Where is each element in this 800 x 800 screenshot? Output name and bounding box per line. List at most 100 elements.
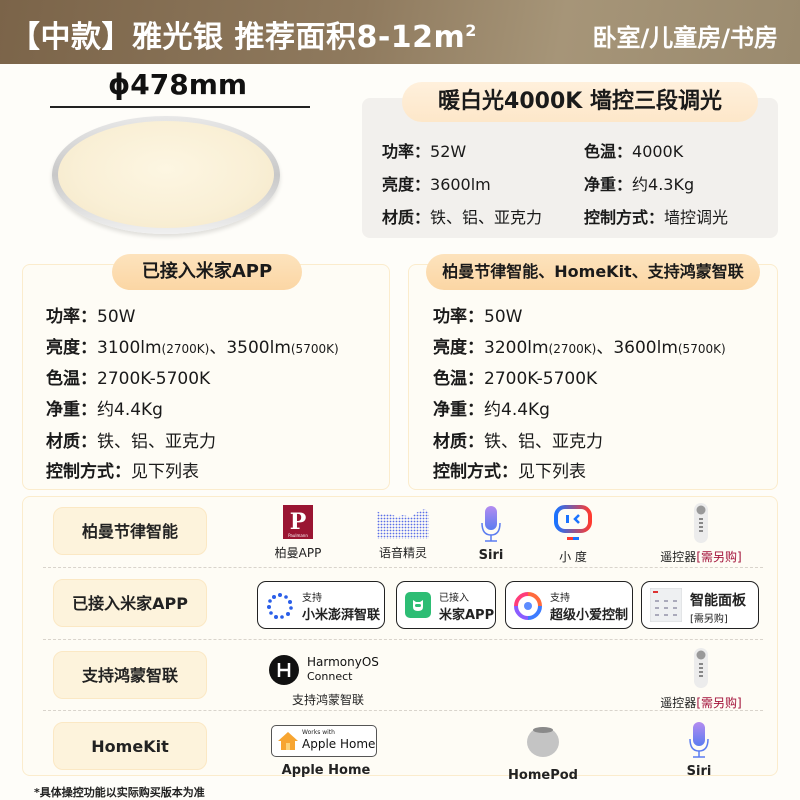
spec-value: 墙控调光: [664, 208, 729, 227]
paulmann-version-pill: 柏曼节律智能、HomeKit、支持鸿蒙智联: [426, 254, 760, 290]
spec-label: 色温：: [584, 142, 633, 161]
spec-value: 铁、铝、亚克力: [430, 208, 543, 227]
apple-home: Works with Apple Home Apple Home: [271, 725, 381, 778]
spec-label: 功率：: [382, 142, 431, 161]
spec-value: 见下列表: [518, 462, 586, 482]
left-weight: 净重：约4.4Kg: [46, 395, 163, 420]
siri: Siri: [463, 505, 519, 563]
xiaoai-badge: 支持 超级小爱控制: [505, 581, 633, 629]
top-spec-pill: 暖白光4000K 墙控三段调光: [402, 82, 758, 122]
category-paulmann: 柏曼节律智能: [53, 507, 207, 555]
harmonyos-connect: HarmonyOS Connect 支持鸿蒙智联: [263, 653, 393, 708]
remote-control: 遥控器[需另购]: [651, 647, 751, 711]
harmonyos-logo: HarmonyOS Connect: [263, 653, 393, 687]
right-material: 材质：铁、铝、亚克力: [433, 427, 603, 452]
spec-value: 约4.4Kg: [484, 400, 550, 420]
voice-sprite: 语音精灵: [363, 505, 443, 561]
badge-caption: 已接入: [439, 593, 469, 604]
lamp-diffuser: [58, 121, 274, 228]
title-text: 【中款】雅光银 推荐面积8-12m: [10, 20, 466, 55]
left-cct: 色温：2700K-5700K: [46, 364, 210, 389]
harmonyos-text: HarmonyOS: [307, 655, 379, 669]
spec-label: 材质：: [382, 208, 431, 227]
right-control: 控制方式：见下列表: [433, 457, 586, 482]
spec-label: 净重：: [46, 400, 97, 420]
spec-value: 3200lm: [484, 338, 549, 358]
badge-caption: 支持: [302, 593, 322, 604]
room-types: 卧室/儿童房/书房: [592, 24, 778, 52]
title-superscript: 2: [465, 21, 477, 40]
item-label: 小 度: [559, 550, 587, 564]
spec-label: 亮度：: [382, 175, 431, 194]
spec-control: 控制方式：墙控调光: [584, 204, 728, 228]
left-brightness: 亮度：3100lm(2700K)、3500lm(5700K): [46, 333, 339, 358]
page-title: 【中款】雅光银 推荐面积8-12m2: [10, 12, 477, 56]
header-banner: 【中款】雅光银 推荐面积8-12m2 卧室/儿童房/书房: [0, 0, 800, 64]
row-divider: [43, 567, 763, 568]
category-homekit: HomeKit: [53, 722, 207, 770]
item-label: 支持鸿蒙智联: [291, 693, 364, 707]
remote-label: 遥控器: [660, 696, 697, 710]
apple-home-text: Apple Home: [302, 737, 376, 751]
spec-note: (2700K): [161, 342, 210, 356]
row-divider: [43, 710, 763, 711]
paulmann-version-card: [408, 264, 778, 490]
badge-caption: 支持: [550, 593, 570, 604]
spec-label: 材质：: [433, 432, 484, 452]
left-power: 功率：50W: [46, 302, 135, 327]
spec-value: 3600lm: [613, 338, 678, 358]
xiaoai-icon: [514, 592, 542, 620]
hyperconnect-badge: 支持 小米澎湃智联: [257, 581, 385, 629]
spec-power: 功率：52W: [382, 138, 466, 162]
xiaodu-icon: [554, 505, 592, 540]
right-brightness: 亮度：3200lm(2700K)、3600lm(5700K): [433, 333, 726, 358]
home-icon: [278, 732, 298, 750]
hyperconnect-icon: [267, 593, 293, 619]
spec-label: 功率：: [46, 307, 97, 327]
mijia-badge: 已接入 米家APP: [396, 581, 496, 629]
works-with-text: Works with: [302, 729, 335, 736]
smart-panel-icon: [650, 588, 682, 622]
spec-value: 见下列表: [131, 462, 199, 482]
spec-value: 铁、铝、亚克力: [484, 432, 603, 452]
spec-value: 3500lm: [226, 338, 291, 358]
spec-value: 约4.3Kg: [632, 175, 695, 194]
left-material: 材质：铁、铝、亚克力: [46, 427, 216, 452]
spec-value: 50W: [484, 307, 523, 327]
diameter-label: ϕ478mm: [108, 68, 248, 101]
spec-label: 功率：: [433, 307, 484, 327]
spec-label: 亮度：: [46, 338, 97, 358]
spec-value: 50W: [97, 307, 136, 327]
left-control: 控制方式：见下列表: [46, 457, 199, 482]
remote-control: 遥控器[需另购]: [651, 503, 751, 565]
item-label: 遥控器[需另购]: [651, 548, 751, 565]
mijia-icon: [405, 592, 431, 618]
badge-title: 米家APP: [439, 608, 495, 623]
right-cct: 色温：2700K-5700K: [433, 364, 597, 389]
spec-brightness: 亮度：3600lm: [382, 171, 491, 195]
spec-note: (2700K): [548, 342, 597, 356]
spec-value: 2700K-5700K: [97, 369, 211, 389]
remote-label: 遥控器: [660, 550, 697, 564]
spec-value: 2700K-5700K: [484, 369, 598, 389]
spec-label: 亮度：: [433, 338, 484, 358]
spec-note: (5700K): [290, 342, 339, 356]
svg-text:Paulmann: Paulmann: [288, 533, 308, 538]
footnote: *具体操控功能以实际购买版本为准: [34, 786, 205, 799]
badge-title: 超级小爱控制: [550, 608, 629, 623]
item-label: 遥控器[需另购]: [651, 694, 751, 711]
spec-label: 控制方式：: [433, 462, 518, 482]
category-mijia: 已接入米家APP: [53, 579, 207, 627]
spec-label: 控制方式：: [46, 462, 131, 482]
purchase-separately-note: [需另购]: [690, 614, 728, 625]
spec-weight: 净重：约4.3Kg: [584, 171, 694, 195]
xiaodu: 小 度: [543, 505, 603, 565]
item-label: Siri: [478, 548, 504, 563]
right-weight: 净重：约4.4Kg: [433, 395, 550, 420]
spec-label: 材质：: [46, 432, 97, 452]
badge-title: 智能面板: [690, 593, 746, 609]
mijia-version-pill: 已接入米家APP: [112, 254, 302, 290]
works-with-apple-home-badge: Works with Apple Home: [271, 725, 377, 757]
